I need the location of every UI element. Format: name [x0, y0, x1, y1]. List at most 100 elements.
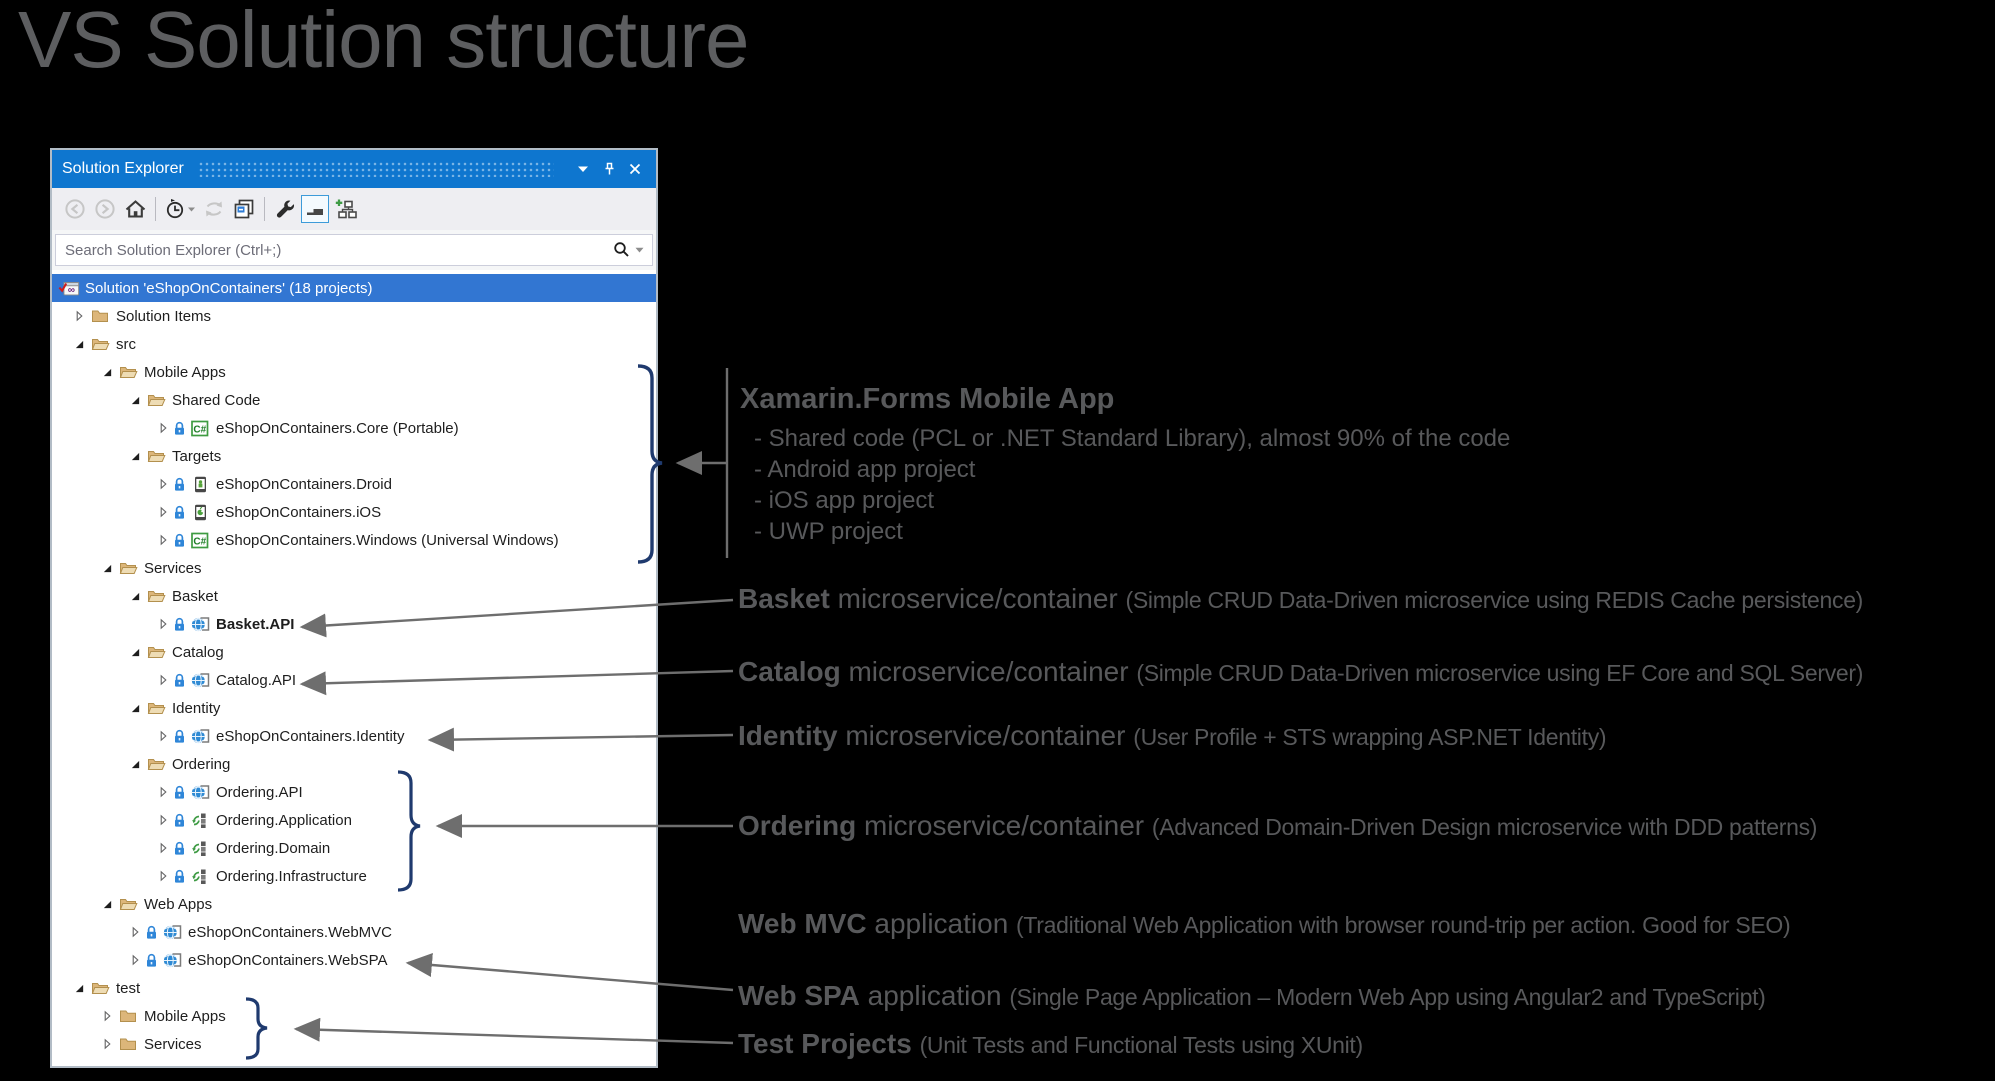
- expanded-arrow-icon[interactable]: [128, 703, 143, 714]
- tree-item[interactable]: Ordering.API: [52, 778, 656, 806]
- tree-item-label: Mobile Apps: [144, 363, 226, 381]
- window-position-chevron-icon[interactable]: [572, 158, 594, 180]
- tree-item[interactable]: Mobile Apps: [52, 1002, 656, 1030]
- tree-item[interactable]: test: [52, 974, 656, 1002]
- panel-titlebar[interactable]: Solution Explorer: [52, 150, 656, 188]
- annotation-webmvc: Web MVC application (Traditional Web App…: [738, 908, 1791, 940]
- collapsed-arrow-icon[interactable]: [156, 842, 171, 854]
- expanded-arrow-icon[interactable]: [128, 591, 143, 602]
- tree-item[interactable]: eShopOnContainers.Droid: [52, 470, 656, 498]
- globe-icon: [161, 923, 183, 941]
- tree-item-label: Targets: [172, 447, 222, 465]
- tree-item[interactable]: Targets: [52, 442, 656, 470]
- lock-icon: [144, 925, 159, 940]
- expanded-arrow-icon[interactable]: [128, 451, 143, 462]
- tree-item-label: Solution Items: [116, 307, 212, 325]
- collapsed-arrow-icon[interactable]: [72, 310, 87, 322]
- folder-closed-icon: [117, 1036, 139, 1052]
- tree-item[interactable]: Basket.API: [52, 610, 656, 638]
- collapsed-arrow-icon[interactable]: [128, 926, 143, 938]
- collapsed-arrow-icon[interactable]: [156, 870, 171, 882]
- tree-item[interactable]: Shared Code: [52, 386, 656, 414]
- tree-item[interactable]: Services: [52, 554, 656, 582]
- tree-item-label: Basket.API: [216, 615, 295, 633]
- page-title: VS Solution structure: [18, 0, 749, 84]
- folder-open-icon: [117, 364, 139, 380]
- expanded-arrow-icon[interactable]: [72, 339, 87, 350]
- tree-item[interactable]: C#eShopOnContainers.Windows (Universal W…: [52, 526, 656, 554]
- annotation-bold: Web SPA: [738, 980, 860, 1011]
- tree-item[interactable]: eShopOnContainers.WebMVC: [52, 918, 656, 946]
- annotation-paren: (Simple CRUD Data-Driven microservice us…: [1125, 587, 1864, 613]
- collapsed-arrow-icon[interactable]: [156, 478, 171, 490]
- tree-item[interactable]: eShopOnContainers.WebSPA: [52, 946, 656, 974]
- search-icon: [614, 242, 629, 257]
- folder-open-icon: [145, 644, 167, 660]
- collapsed-arrow-icon[interactable]: [100, 1038, 115, 1050]
- expanded-arrow-icon[interactable]: [128, 395, 143, 406]
- annotation-normal: application: [866, 908, 1017, 939]
- properties-icon[interactable]: [271, 195, 299, 223]
- collapsed-arrow-icon[interactable]: [156, 618, 171, 630]
- collapsed-arrow-icon[interactable]: [156, 422, 171, 434]
- search-input[interactable]: [55, 234, 653, 266]
- folder-open-icon: [89, 336, 111, 352]
- tree-item[interactable]: Ordering.Domain: [52, 834, 656, 862]
- svg-text:C#: C#: [193, 424, 206, 435]
- pin-icon[interactable]: [598, 158, 620, 180]
- tree-item-label: Services: [144, 559, 202, 577]
- tree-item[interactable]: eShopOnContainers.iOS: [52, 498, 656, 526]
- tree-item[interactable]: Services: [52, 1030, 656, 1058]
- sync-with-active-document-icon[interactable]: [200, 195, 228, 223]
- tree-item[interactable]: Ordering.Application: [52, 806, 656, 834]
- search-icons[interactable]: [613, 241, 644, 258]
- tree-item[interactable]: C#eShopOnContainers.Core (Portable): [52, 414, 656, 442]
- forward-icon[interactable]: [91, 195, 119, 223]
- collapsed-arrow-icon[interactable]: [156, 730, 171, 742]
- tree-item[interactable]: ∞Solution 'eShopOnContainers' (18 projec…: [52, 274, 656, 302]
- collapsed-arrow-icon[interactable]: [100, 1010, 115, 1022]
- panel-toolbar: [52, 188, 656, 230]
- annotation-bold: Basket: [738, 583, 830, 614]
- tree-item[interactable]: src: [52, 330, 656, 358]
- tree-item[interactable]: Mobile Apps: [52, 358, 656, 386]
- pending-changes-filter-icon[interactable]: [162, 195, 198, 223]
- tree-item[interactable]: Ordering: [52, 750, 656, 778]
- tree-item[interactable]: Catalog.API: [52, 666, 656, 694]
- expanded-arrow-icon[interactable]: [128, 647, 143, 658]
- back-icon[interactable]: [61, 195, 89, 223]
- expanded-arrow-icon[interactable]: [128, 759, 143, 770]
- tree-item[interactable]: Solution Items: [52, 302, 656, 330]
- collapsed-arrow-icon[interactable]: [128, 954, 143, 966]
- expanded-arrow-icon[interactable]: [72, 983, 87, 994]
- collapsed-arrow-icon[interactable]: [156, 506, 171, 518]
- lock-icon: [172, 869, 187, 884]
- collapsed-arrow-icon[interactable]: [156, 534, 171, 546]
- collapsed-arrow-icon[interactable]: [156, 814, 171, 826]
- tree-item[interactable]: Identity: [52, 694, 656, 722]
- expanded-arrow-icon[interactable]: [100, 563, 115, 574]
- csharp-icon: C#: [189, 532, 211, 549]
- tree-item[interactable]: Basket: [52, 582, 656, 610]
- globe-icon: [189, 671, 211, 689]
- tree-item[interactable]: eShopOnContainers.Identity: [52, 722, 656, 750]
- home-icon[interactable]: [121, 195, 149, 223]
- tree-item[interactable]: Ordering.Infrastructure: [52, 862, 656, 890]
- tree-item[interactable]: Web Apps: [52, 890, 656, 918]
- add-diagram-icon[interactable]: [331, 195, 361, 223]
- expanded-arrow-icon[interactable]: [100, 367, 115, 378]
- show-all-files-icon[interactable]: [301, 195, 329, 223]
- close-icon[interactable]: [624, 158, 646, 180]
- annotation-bold: Ordering: [738, 810, 857, 841]
- collapsed-arrow-icon[interactable]: [156, 786, 171, 798]
- annotation-xamarin: Xamarin.Forms Mobile App- Shared code (P…: [740, 383, 1510, 547]
- annotation-paren: (Unit Tests and Functional Tests using X…: [919, 1032, 1364, 1058]
- expanded-arrow-icon[interactable]: [100, 899, 115, 910]
- annotation-identity: Identity microservice/container (User Pr…: [738, 720, 1607, 752]
- folder-open-icon: [117, 560, 139, 576]
- tree-item-label: src: [116, 335, 136, 353]
- collapse-all-icon[interactable]: [230, 195, 258, 223]
- tree-item[interactable]: Catalog: [52, 638, 656, 666]
- collapsed-arrow-icon[interactable]: [156, 674, 171, 686]
